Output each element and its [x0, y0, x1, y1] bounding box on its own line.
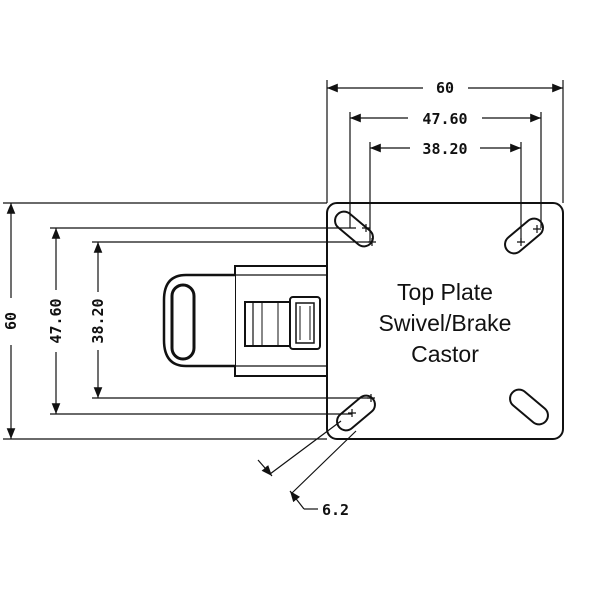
brake-pedal-grip: [170, 283, 196, 361]
plate-title: Top Plate Swivel/Brake Castor: [379, 279, 512, 367]
left-dimension-lines: [3, 202, 371, 440]
mounting-slot-top-right: [504, 217, 544, 255]
dimension-top-overall: 60: [436, 79, 454, 97]
dimension-left-hole-span: 47.60: [47, 298, 65, 343]
brake-assembly: [162, 265, 328, 377]
title-line-2: Swivel/Brake: [379, 310, 512, 336]
title-line-1: Top Plate: [397, 279, 493, 305]
dimension-top-hole-span: 47.60: [422, 110, 467, 128]
dimension-left-hole-span-inner: 38.20: [89, 298, 107, 343]
dimension-left-overall: 60: [2, 312, 20, 330]
mounting-slot-bottom-right: [509, 388, 549, 426]
title-line-3: Castor: [411, 341, 479, 367]
dimension-top-hole-span-inner: 38.20: [422, 140, 467, 158]
top-dimension-lines: [326, 80, 564, 242]
dimension-slot-width: 6.2: [322, 501, 349, 519]
slot-width-dimension-lines: [257, 420, 357, 510]
mounting-slot-top-left: [334, 210, 374, 248]
